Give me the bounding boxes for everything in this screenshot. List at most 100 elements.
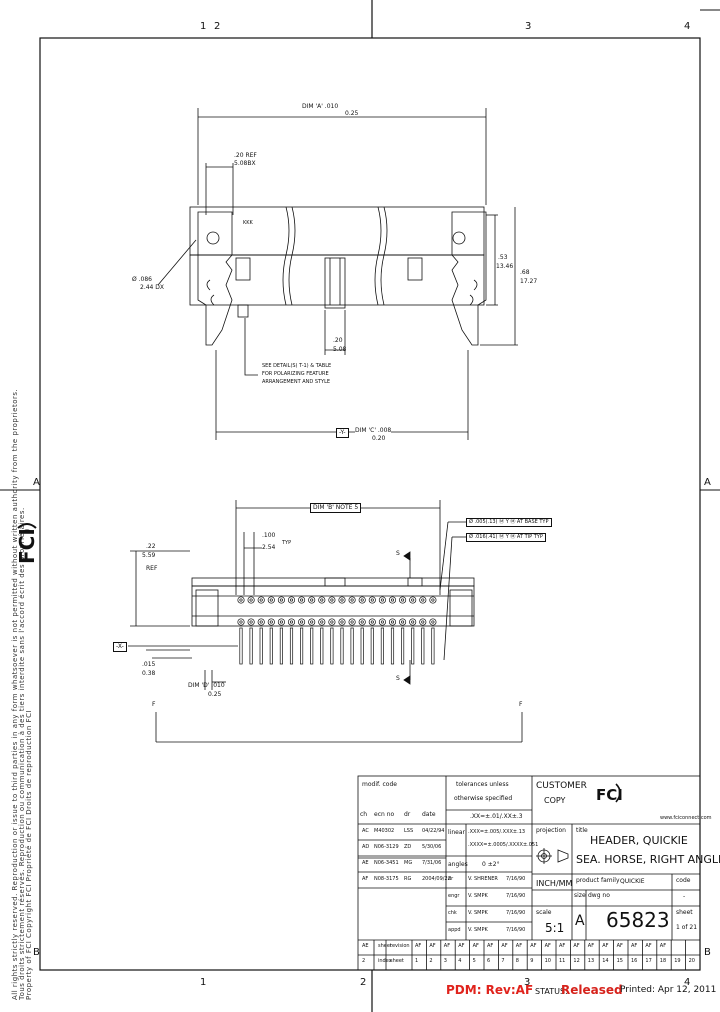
pin-hole [388,596,397,604]
sheet-number: 15 [616,958,623,964]
pin-center [340,620,344,624]
approval-cell: 7/16/90 [506,910,526,916]
approval-cell: dr [448,876,454,882]
pin-hole [399,596,407,604]
v2-height-label: .22 [146,543,156,550]
approval-cell: 7/16/90 [506,927,526,933]
pin-hole [237,596,245,604]
tolerance-title-1: tolerances unless [456,781,509,788]
b1-label: .015 [142,661,156,668]
sheet-revision-code: AF [573,943,580,949]
pin-tail [340,627,344,665]
fci-logo-side-icon: FCI [15,523,39,564]
note-line-1: SEE DETAIL(S) T-1) & TABLE [262,363,332,369]
pin-tail [320,627,324,665]
approval-cell: V. SMPK [468,927,488,933]
pin-hole [409,596,417,604]
dwg-no-label: dwg no [588,892,610,899]
pin-center [360,598,364,602]
h1-label: .53 [498,254,508,261]
status-value: Released [561,983,623,997]
sheet-row-sheet-label: sheet [378,943,392,949]
pin-center [300,620,304,624]
approval-cell: V. SHRENER [468,876,498,882]
pin-center [269,598,273,602]
product-family: QUICKIE [620,878,645,885]
h2-label: .68 [520,269,530,276]
pin-center [421,620,425,624]
pin-hole [368,596,376,604]
rev-hdr-ch: ch [360,811,368,818]
pitch-label: .20 [333,337,343,344]
pin-hole [399,618,407,626]
sheet-row-revision-label: revision [390,943,410,949]
revision-cell: ZD [404,844,412,850]
title-label: title [576,827,588,834]
rev-hdr-dr: dr [404,811,411,818]
pin-hole [298,618,306,626]
v2-height-ref: REF [146,565,158,572]
pin-center [411,620,415,624]
approval-cell: engr [448,893,460,899]
v2-pitch-mm: 2.54 [262,544,276,551]
pin-tail [279,627,283,665]
pin-hole [419,596,427,604]
pin-tail [401,627,405,665]
sheet-revision-code: AF [501,943,508,949]
slot-label: KKK [243,220,253,226]
sheet-revision-code: AF [616,943,623,949]
pin-hole [287,618,296,626]
pin-tail [310,627,314,665]
revision-cell: 5/30/06 [422,844,442,850]
pin-tail [350,627,354,665]
zone-top-3: 3 [525,21,532,32]
approval-cell: appd [448,927,461,933]
revision-cell: AF [362,876,369,882]
pin-hole [298,596,306,604]
sheet-number: 3 [443,958,447,964]
pin-hole [247,618,255,626]
pin-center [380,620,384,624]
tolerance-angles-label: angles [448,861,468,868]
revision-cell: N08-3175 [374,876,399,882]
sheet-row-rev-label: AE [362,943,369,949]
sheet-number: 20 [688,958,695,964]
pin-center [289,620,294,624]
approval-cell: V. SMPK [468,910,488,916]
sheet-row-index-2: 2 [362,958,366,964]
pin-center [249,598,253,602]
pin-hole [247,596,255,604]
zone-top-2: 2 [214,21,221,32]
sheet-revision-code: AF [487,943,494,949]
pin-center [239,620,243,624]
pin-hole [378,596,386,604]
pin-hole [338,596,346,604]
pin-hole [348,596,356,604]
tolerance-angles: 0 ±2° [482,861,500,868]
section-f-right: F [519,701,523,708]
hole-mm: 2.44 DX [140,284,164,291]
zone-bottom-2: 2 [360,977,367,988]
tolerance-linear-label: linear [448,829,465,836]
h2-mm: 17.27 [520,278,538,285]
sheet-revision-code: AF [587,943,595,949]
dim-b-label: DIM 'B' NOTE 5 [310,503,362,513]
sheet-revision-code: AF [415,943,422,949]
pitch-mm: 5.08 [333,346,347,353]
pin-tail [269,627,273,665]
sheet-row-index: index [378,958,392,964]
pin-center [421,598,425,602]
fci-logo-icon: FCI [596,783,623,804]
tolerance-base: Ø .005(.13) Ⓜ Y Ⓜ AT BASE TYP [466,518,552,527]
revision-cell: RG [404,876,412,882]
dim-c-label: DIM 'C' .008 [355,427,392,434]
b1-mm: 0.38 [142,670,156,677]
tolerance-top: .XX=±.01/.XX±.3 [470,813,523,820]
sheet-revision-code: AF [559,943,566,949]
sheet-revision-code: AF [515,943,523,949]
pin-tail [390,627,395,665]
v2-pitch-typ: TYP [282,540,292,546]
zone-left-b: B [33,947,40,958]
